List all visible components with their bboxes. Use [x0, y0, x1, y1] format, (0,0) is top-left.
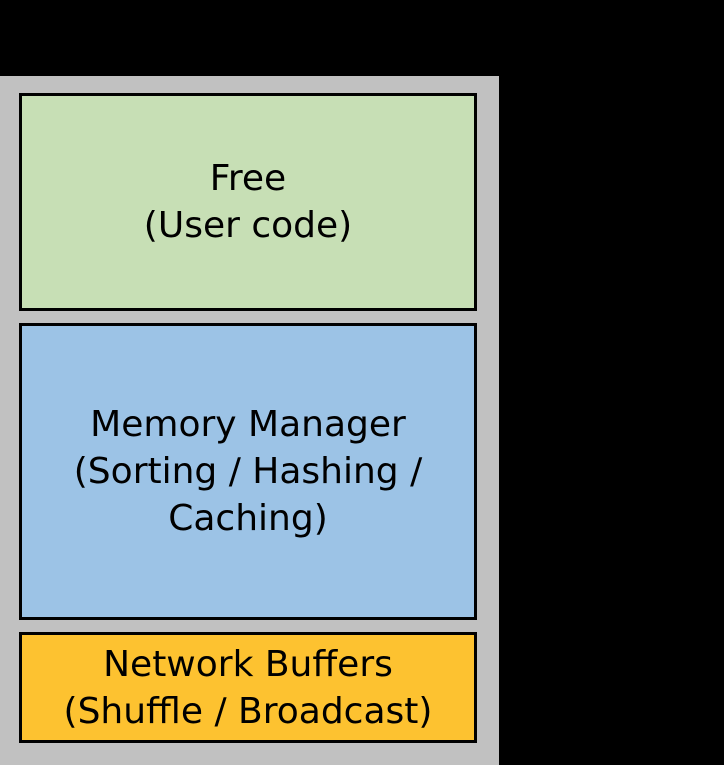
block-free-user-code: Free (User code) — [19, 93, 477, 311]
block-memory-manager-title: Memory Manager — [90, 404, 406, 445]
block-free-subtitle: (User code) — [143, 205, 353, 246]
memory-region-container: Free (User code) Memory Manager (Sorting… — [0, 76, 499, 765]
block-memory-manager-subtitle-line2: Caching) — [168, 498, 328, 539]
block-network-buffers: Network Buffers (Shuffle / Broadcast) — [19, 632, 477, 743]
block-network-buffers-subtitle: (Shuffle / Broadcast) — [63, 690, 433, 732]
block-network-buffers-title: Network Buffers — [103, 643, 393, 685]
block-memory-manager-subtitle-line1: (Sorting / Hashing / — [73, 451, 423, 492]
block-memory-manager: Memory Manager (Sorting / Hashing / Cach… — [19, 323, 477, 620]
block-free-title: Free — [209, 158, 287, 199]
